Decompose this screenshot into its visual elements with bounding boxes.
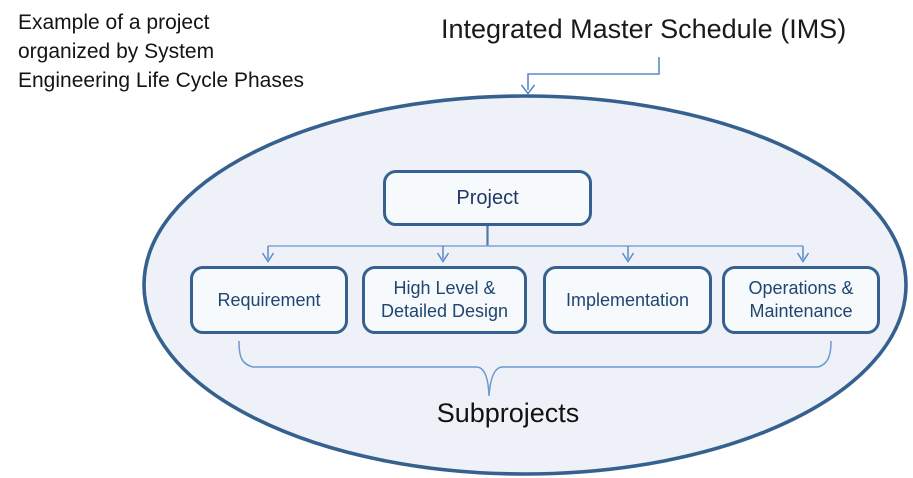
node-implementation-label: Implementation: [565, 289, 690, 310]
node-project-label: Project: [456, 186, 519, 209]
diagram-title: Integrated Master Schedule (IMS): [441, 14, 847, 44]
node-design-label: High Level & Detailed Design: [380, 278, 509, 321]
node-requirement-label: Requirement: [217, 289, 321, 310]
node-operations-label: Operations & Maintenance: [748, 278, 854, 321]
node-requirement: Requirement: [190, 266, 348, 334]
tree-connector-arrows: [261, 246, 810, 263]
node-project: Project: [383, 170, 592, 226]
caption-text: Example of a project organized by System…: [18, 8, 358, 95]
node-high-level-detailed-design: High Level & Detailed Design: [362, 266, 527, 334]
ims-elbow-connector: [527, 57, 660, 90]
caption-line: Engineering Life Cycle Phases: [18, 69, 305, 92]
ims-arrowhead-icon: [520, 84, 536, 95]
subprojects-label: Subprojects: [436, 398, 580, 428]
caption-line: Example of a project: [18, 11, 210, 34]
node-operations-maintenance: Operations & Maintenance: [722, 266, 880, 334]
subprojects-brace: [238, 340, 832, 397]
node-implementation: Implementation: [543, 266, 712, 334]
caption-line: organized by System: [18, 40, 215, 63]
